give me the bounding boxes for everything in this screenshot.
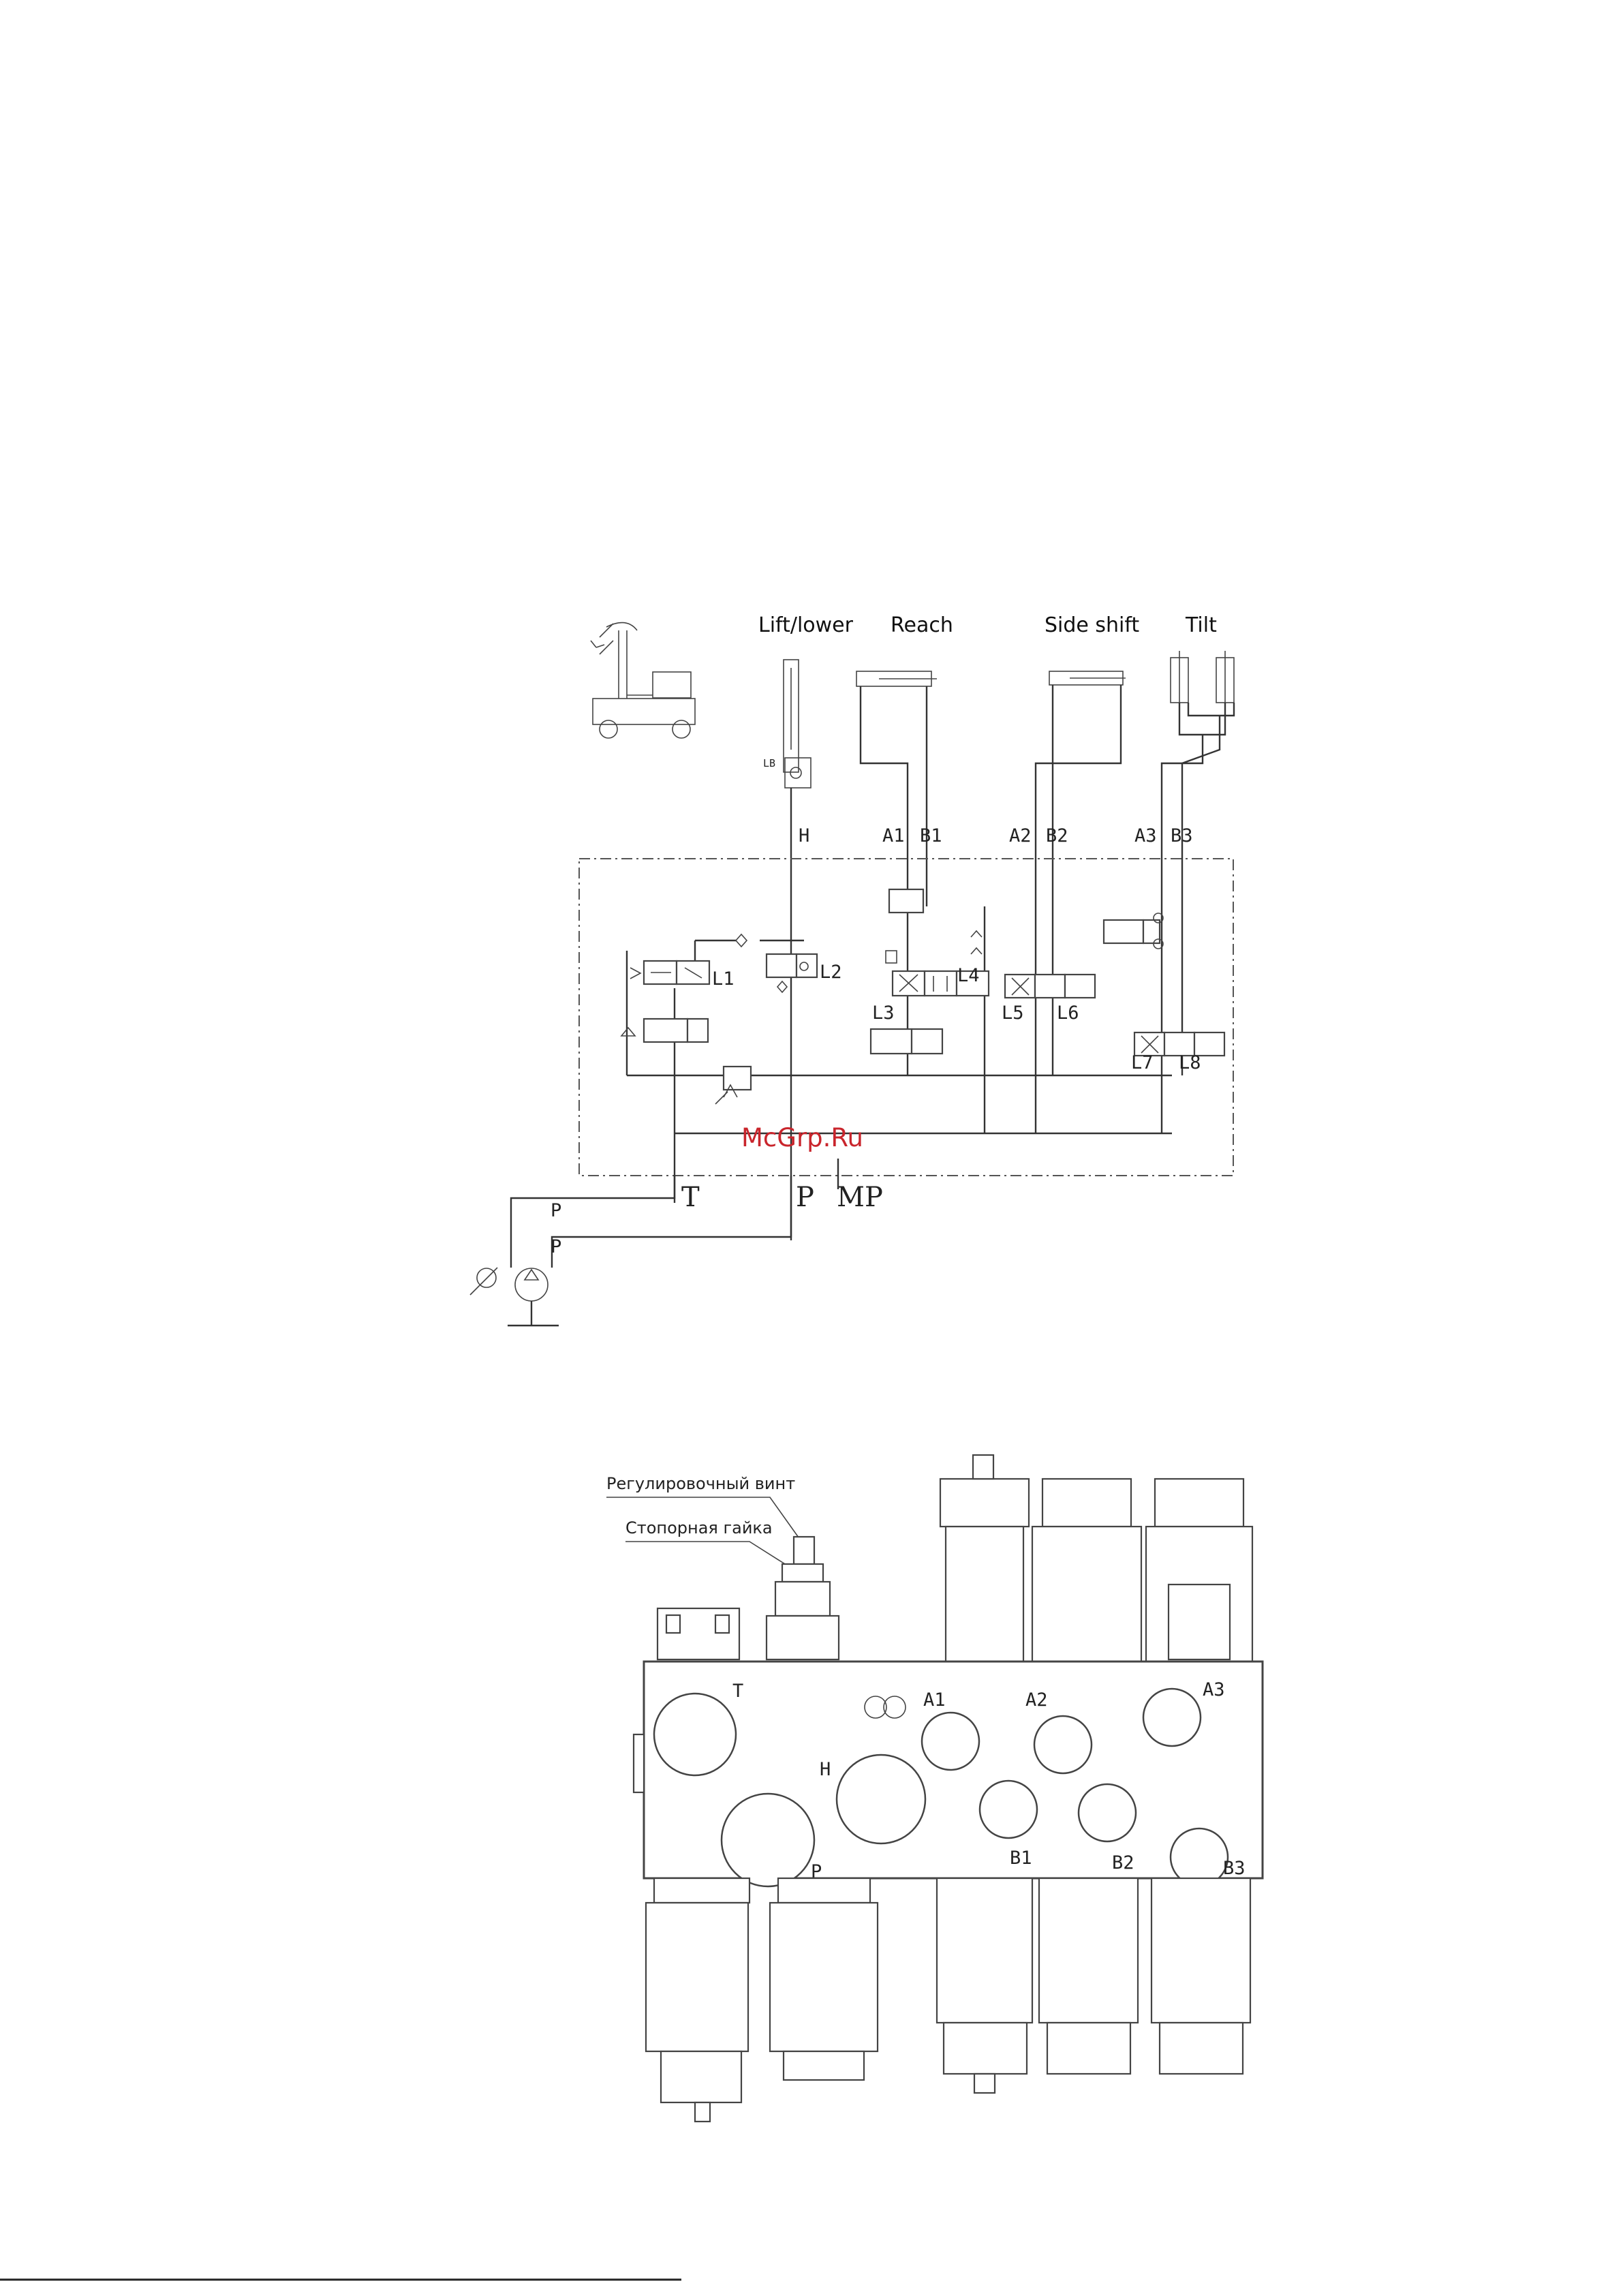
port-label-block-b1: B1 xyxy=(1010,1848,1032,1869)
valve-label-l3: L3 xyxy=(872,1002,895,1024)
valve-l1 xyxy=(621,961,709,1042)
port-b2 xyxy=(1079,1784,1136,1841)
port-label-block-a3: A3 xyxy=(1203,1679,1225,1700)
lower-solenoid-b2 xyxy=(1039,1878,1138,2074)
port-label-block-a1: A1 xyxy=(923,1689,946,1711)
relief-valve-ps xyxy=(715,1067,751,1104)
valve-label-l1: L1 xyxy=(712,968,735,990)
line-label-b3: B3 xyxy=(1171,825,1193,846)
pump-piping xyxy=(470,1159,838,1326)
line-label-a3: A3 xyxy=(1134,825,1157,846)
valve-block-drawing: Регулировочный винт Стопорная гайка xyxy=(606,1455,1263,2122)
port-b1 xyxy=(980,1781,1037,1838)
leader-lock-nut xyxy=(625,1542,790,1567)
port-a2 xyxy=(1034,1716,1092,1773)
callout-lock-nut: Стопорная гайка xyxy=(625,1518,773,1537)
port-label-block-h: H xyxy=(820,1759,831,1780)
line-label-h: H xyxy=(799,825,809,846)
lower-solenoid-left xyxy=(646,1878,749,2122)
port-label-block-a2: A2 xyxy=(1025,1689,1048,1711)
valve-label-l2: L2 xyxy=(820,962,842,983)
line-label-a1: A1 xyxy=(882,825,905,846)
side-plug xyxy=(634,1734,644,1792)
port-label-block-b2: B2 xyxy=(1112,1852,1134,1873)
pump-line-label-1: P xyxy=(551,1200,561,1221)
lower-solenoid-b1 xyxy=(937,1878,1032,2093)
watermark: McGrp.Ru xyxy=(741,1123,863,1152)
heading-tilt: Tilt xyxy=(1185,613,1217,637)
valve-l2 xyxy=(736,934,817,992)
port-label-block-t: T xyxy=(732,1681,743,1702)
lower-solenoid-p xyxy=(770,1878,878,2080)
port-label-t: T xyxy=(681,1182,700,1213)
port-b3 xyxy=(1171,1828,1228,1886)
valve-label-l6: L6 xyxy=(1057,1002,1079,1024)
valve-label-l8: L8 xyxy=(1179,1052,1201,1073)
upper-solenoid-a1 xyxy=(940,1455,1029,1662)
pump-line-label-2: P xyxy=(551,1236,561,1257)
tilt-lock-valve xyxy=(1104,913,1163,949)
valve-l5-l6 xyxy=(1005,975,1095,998)
valve-label-l4: L4 xyxy=(957,965,980,986)
upper-solenoid-a3 xyxy=(1146,1479,1252,1662)
heading-reach: Reach xyxy=(891,613,953,637)
line-label-a2: A2 xyxy=(1009,825,1032,846)
heading-side-shift: Side shift xyxy=(1045,613,1139,637)
port-h xyxy=(837,1755,925,1843)
port-p xyxy=(722,1794,814,1886)
port-t xyxy=(654,1694,736,1775)
valve-label-l7: L7 xyxy=(1131,1052,1154,1073)
hydraulic-schematic: Lift/lower Reach Side shift Tilt LB xyxy=(470,613,1234,1326)
callout-adjust-screw: Регулировочный винт xyxy=(606,1474,795,1493)
line-label-b1: B1 xyxy=(920,825,942,846)
forklift-icon xyxy=(591,623,695,738)
port-label-p: P xyxy=(796,1182,814,1213)
lower-solenoid-b3 xyxy=(1151,1878,1250,2074)
upper-solenoid-a2 xyxy=(1032,1479,1141,1662)
port-label-mp: MP xyxy=(837,1182,883,1213)
top-left-solenoid xyxy=(658,1608,739,1659)
heading-lift-lower: Lift/lower xyxy=(758,613,854,637)
adjust-screw-cartridge xyxy=(767,1537,839,1659)
line-label-b2: B2 xyxy=(1046,825,1068,846)
port-a3 xyxy=(1143,1689,1201,1746)
valve-label-l5: L5 xyxy=(1002,1002,1024,1024)
port-label-block-b3: B3 xyxy=(1223,1858,1246,1879)
port-a1 xyxy=(922,1713,979,1770)
valve-label-lb: LB xyxy=(763,757,775,769)
